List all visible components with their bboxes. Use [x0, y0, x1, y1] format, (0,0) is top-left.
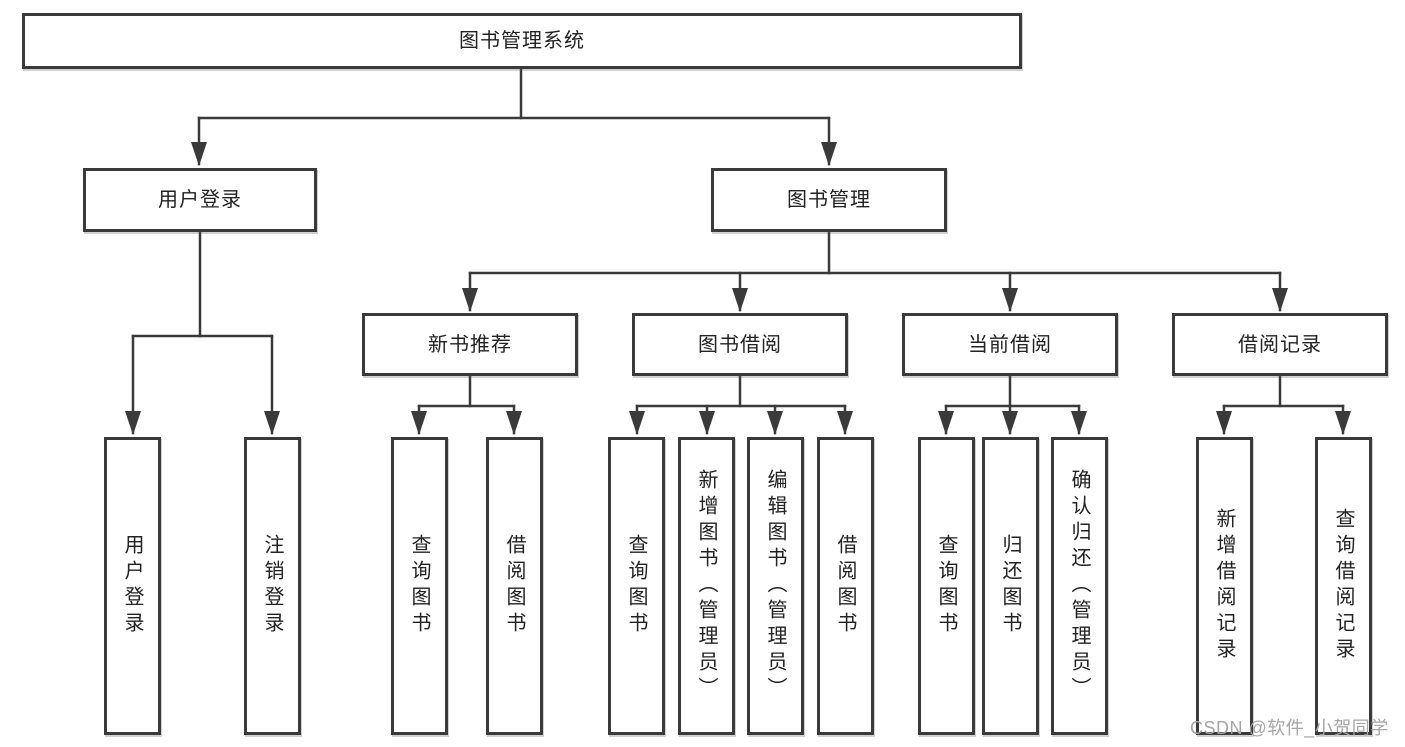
- node-library-system: 图书管理系统: [22, 13, 1022, 69]
- node-book-management: 图书管理: [711, 168, 947, 232]
- connector-current-borrow-children: [938, 374, 1087, 435]
- node-new-book-recommend: 新书推荐: [362, 313, 578, 376]
- node-user-login: 用户登录: [83, 168, 317, 232]
- leaf-borrow-book-recommend: 借阅图书: [486, 437, 543, 735]
- leaf-query-book-current: 查询图书: [918, 437, 975, 735]
- leaf-return-book: 归还图书: [982, 437, 1039, 735]
- connector-root-to-level2: [191, 67, 837, 166]
- leaf-add-book-admin: 新增图书（管理员）: [678, 437, 735, 735]
- connector-book-mgmt-to-level3: [462, 230, 1288, 312]
- leaf-user-login: 用户登录: [104, 437, 161, 735]
- connector-book-borrow-children: [629, 374, 853, 435]
- leaf-edit-book-admin: 编辑图书（管理员）: [747, 437, 804, 735]
- leaf-logout: 注销登录: [244, 437, 301, 735]
- leaf-query-book-borrow: 查询图书: [608, 437, 665, 735]
- node-book-borrow: 图书借阅: [632, 313, 848, 376]
- leaf-borrow-book: 借阅图书: [817, 437, 874, 735]
- connector-new-book-children: [411, 374, 522, 435]
- node-current-borrow: 当前借阅: [902, 313, 1118, 376]
- node-borrow-record: 借阅记录: [1172, 313, 1388, 376]
- leaf-add-borrow-record: 新增借阅记录: [1196, 437, 1253, 735]
- connector-borrow-record-children: [1216, 374, 1351, 435]
- connector-user-login-children: [125, 230, 280, 435]
- csdn-watermark: CSDN @软件_小贺同学: [1190, 718, 1389, 738]
- leaf-query-book-recommend: 查询图书: [391, 437, 448, 735]
- leaf-query-borrow-record: 查询借阅记录: [1315, 437, 1372, 735]
- leaf-confirm-return-admin: 确认归还（管理员）: [1051, 437, 1108, 735]
